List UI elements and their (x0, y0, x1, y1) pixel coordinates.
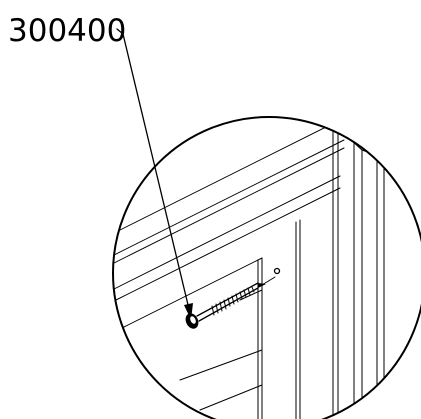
pilot-hole-icon (273, 267, 281, 275)
frame-rail (113, 119, 345, 329)
detail-circle (112, 116, 421, 419)
detail-contents (113, 119, 385, 419)
callout-leader (116, 28, 193, 320)
frame-post (332, 127, 385, 419)
screw-icon (185, 276, 276, 329)
panel-boards (179, 219, 301, 419)
part-number-label: 300400 (8, 13, 126, 49)
